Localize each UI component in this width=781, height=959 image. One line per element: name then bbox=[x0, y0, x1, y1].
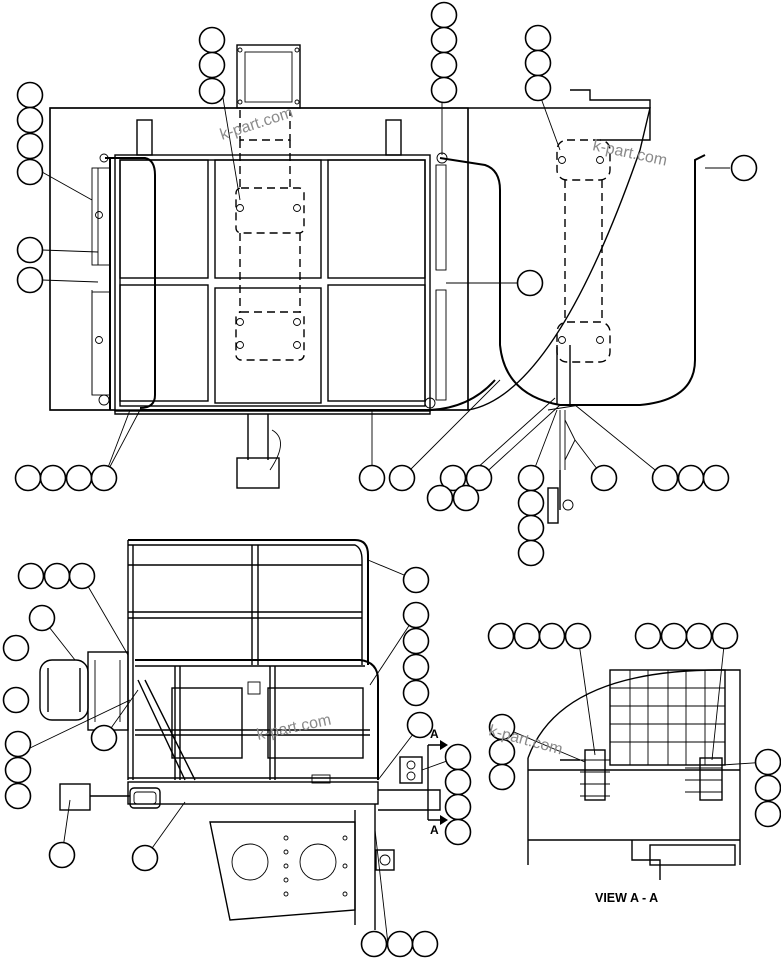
callout-bubble bbox=[14, 464, 42, 492]
callout-bubble bbox=[90, 724, 118, 752]
callout-bubble bbox=[402, 601, 430, 629]
callout-bubble bbox=[730, 154, 758, 182]
section-marker-bottom: A bbox=[430, 823, 439, 837]
callout-bubble bbox=[2, 686, 30, 714]
callout-bubble bbox=[524, 24, 552, 52]
callout-bubble bbox=[754, 774, 781, 802]
callout-bubble bbox=[517, 539, 545, 567]
callout-bubble bbox=[430, 26, 458, 54]
callout-bubble bbox=[4, 782, 32, 810]
top-view bbox=[49, 44, 706, 524]
callout-bubble bbox=[43, 562, 71, 590]
callout-bubble bbox=[513, 622, 541, 650]
callout-bubble bbox=[444, 793, 472, 821]
callout-bubble bbox=[426, 484, 454, 512]
callout-bubble bbox=[39, 464, 67, 492]
callout-bubble bbox=[430, 51, 458, 79]
callout-bubble bbox=[524, 74, 552, 102]
callout-bubble bbox=[90, 464, 118, 492]
callout-bubble bbox=[402, 627, 430, 655]
callout-bubble bbox=[68, 562, 96, 590]
section-marker-top: A bbox=[430, 727, 439, 741]
watermark: k-part.com bbox=[255, 712, 332, 744]
callout-bubble bbox=[16, 106, 44, 134]
callout-bubble bbox=[488, 763, 516, 791]
callout-bubble bbox=[16, 81, 44, 109]
callout-bubble bbox=[411, 930, 439, 958]
callout-bubble bbox=[406, 711, 434, 739]
callout-bubble bbox=[634, 622, 662, 650]
view-title: VIEW A - A bbox=[595, 891, 658, 905]
callout-bubble bbox=[444, 768, 472, 796]
callout-bubble bbox=[754, 800, 781, 828]
callout-bubble bbox=[444, 743, 472, 771]
callout-bubble bbox=[517, 489, 545, 517]
callout-bubble bbox=[487, 622, 515, 650]
callout-bubble bbox=[524, 49, 552, 77]
callout-bubble bbox=[590, 464, 618, 492]
callout-bubble bbox=[430, 76, 458, 104]
callout-bubble bbox=[17, 562, 45, 590]
callout-bubble bbox=[198, 26, 226, 54]
side-view bbox=[39, 539, 448, 930]
callout-bubble bbox=[16, 236, 44, 264]
callout-bubble bbox=[517, 514, 545, 542]
callout-bubble bbox=[131, 844, 159, 872]
section-view-a-a bbox=[527, 669, 741, 880]
callout-bubble bbox=[198, 51, 226, 79]
callout-bubble bbox=[4, 756, 32, 784]
callout-bubble bbox=[516, 269, 544, 297]
callout-bubble bbox=[702, 464, 730, 492]
leader-lines bbox=[29, 89, 769, 945]
callout-bubble bbox=[402, 679, 430, 707]
callout-bubble bbox=[402, 653, 430, 681]
watermark: k-part.com bbox=[218, 104, 295, 144]
callout-bubble bbox=[48, 841, 76, 869]
callout-bubble bbox=[16, 158, 44, 186]
callout-bubble bbox=[651, 464, 679, 492]
callout-bubble bbox=[711, 622, 739, 650]
callout-bubble bbox=[386, 930, 414, 958]
callout-bubble bbox=[65, 464, 93, 492]
callout-bubble bbox=[16, 266, 44, 294]
callout-bubble bbox=[677, 464, 705, 492]
callout-bubble bbox=[358, 464, 386, 492]
callout-bubble bbox=[388, 464, 416, 492]
callout-bubble bbox=[465, 464, 493, 492]
callout-bubble bbox=[452, 484, 480, 512]
callout-bubble bbox=[517, 464, 545, 492]
watermark: k-part.com bbox=[591, 137, 668, 169]
callout-bubble bbox=[439, 464, 467, 492]
callout-bubble bbox=[538, 622, 566, 650]
callout-bubble bbox=[2, 634, 30, 662]
callout-bubble bbox=[660, 622, 688, 650]
callout-bubble bbox=[360, 930, 388, 958]
callout-bubble bbox=[564, 622, 592, 650]
callout-bubble bbox=[444, 818, 472, 846]
callout-bubble bbox=[685, 622, 713, 650]
callout-bubble bbox=[402, 566, 430, 594]
callout-bubble bbox=[754, 748, 781, 776]
callout-bubble bbox=[198, 77, 226, 105]
callout-bubble bbox=[430, 1, 458, 29]
callout-bubble bbox=[16, 132, 44, 160]
callout-bubble bbox=[28, 604, 56, 632]
callout-bubble bbox=[4, 730, 32, 758]
